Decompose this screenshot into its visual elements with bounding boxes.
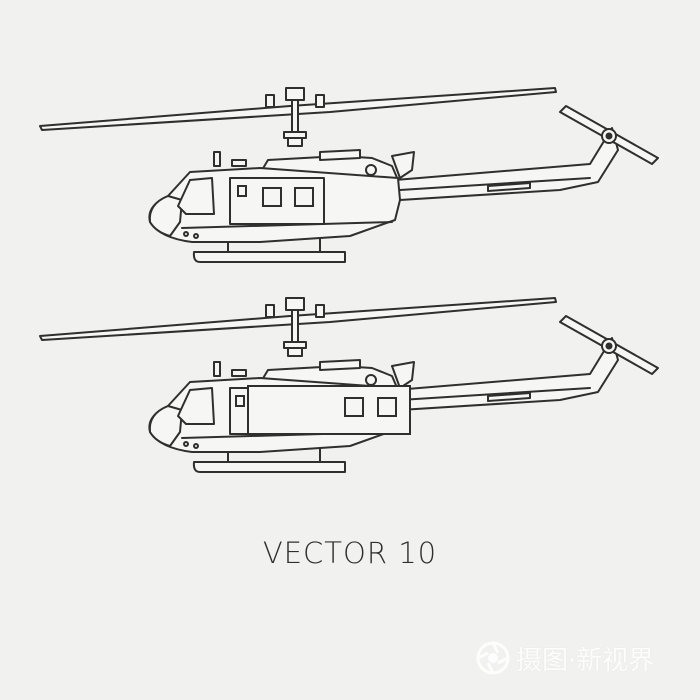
watermark: 摄图·新视界 [476,636,696,680]
small-window [237,185,247,197]
caption-text: VECTOR 10 [262,536,438,570]
helicopter-bottom [39,297,659,473]
camera-aperture-icon [476,641,510,675]
watermark-text: 摄图·新视界 [516,645,655,676]
helicopter-top [39,87,659,263]
